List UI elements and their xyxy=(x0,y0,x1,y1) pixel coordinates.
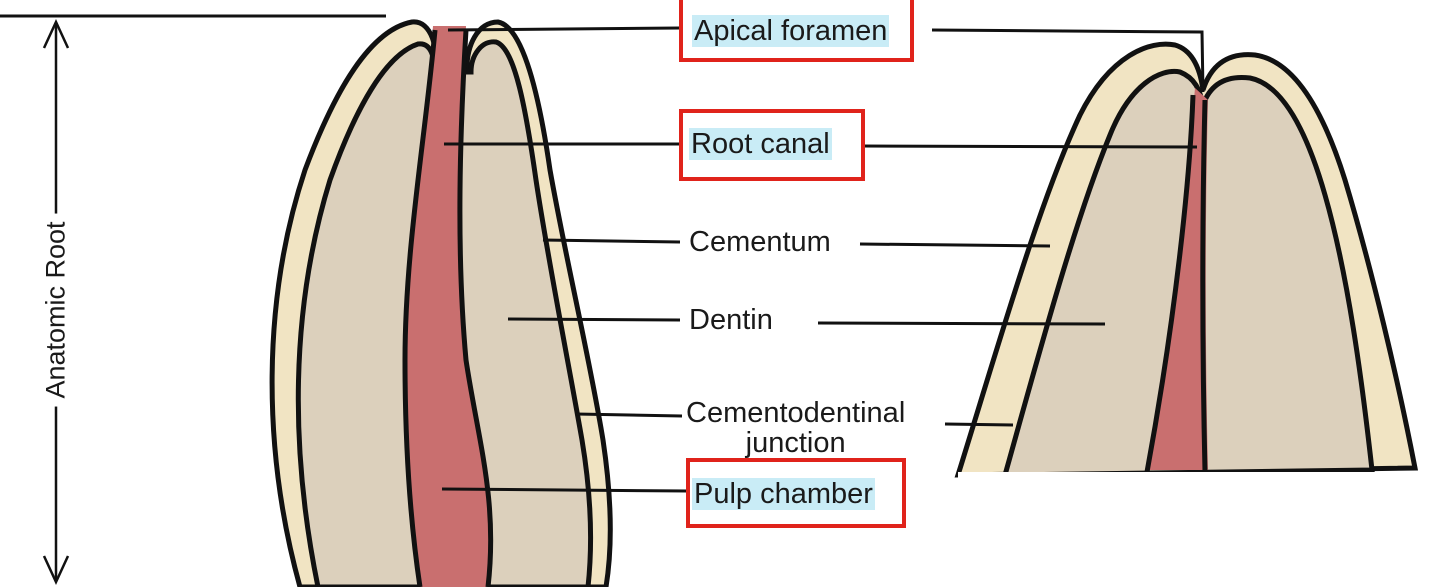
right-canal-wall-left xyxy=(1144,94,1196,473)
root-canal-label: Root canal xyxy=(689,127,832,161)
left-canal-wall-outer xyxy=(402,29,438,587)
root-canal-text: Root canal xyxy=(689,128,832,160)
leader-dentin-left xyxy=(507,317,681,322)
anatomic-root-label: Anatomic Root xyxy=(40,213,72,407)
pulp-chamber-label: Pulp chamber xyxy=(692,477,875,511)
left-root xyxy=(269,19,613,587)
cementum-label: Cementum xyxy=(689,226,831,258)
leader-cdj-left xyxy=(575,412,683,418)
dimension-arrow-top xyxy=(42,19,70,49)
apical-foramen-box xyxy=(679,0,914,62)
leader-cdj-right xyxy=(944,422,1014,427)
left-canal-wall-inner xyxy=(457,29,494,587)
leader-cementum-left xyxy=(542,238,681,244)
cementodentinal-junction-label: Cementodentinal junction xyxy=(686,397,905,459)
pulp-chamber-text: Pulp chamber xyxy=(692,478,875,510)
root-canal-box xyxy=(679,109,865,181)
dimension-arrow-bottom xyxy=(42,555,70,585)
left-pulp-canal xyxy=(405,26,491,587)
cementodentinal-line2: junction xyxy=(745,427,846,459)
pulp-chamber-box xyxy=(686,458,906,528)
leader-cementum-right xyxy=(859,242,1051,248)
dentin-label: Dentin xyxy=(689,304,773,336)
apical-foramen-label: Apical foramen xyxy=(692,14,890,48)
leader-dentin-right xyxy=(817,321,1106,326)
leader-apical-foramen-left xyxy=(447,26,681,32)
right-canal-wall-right xyxy=(1200,99,1208,473)
cementodentinal-line1: Cementodentinal xyxy=(686,397,906,429)
leader-lines xyxy=(441,26,1205,493)
leader-apical-foramen-right xyxy=(931,28,1205,93)
apical-foramen-text: Apical foramen xyxy=(692,15,890,47)
leader-pulp-chamber xyxy=(441,487,689,493)
leader-root-canal-right xyxy=(861,144,1198,149)
right-root xyxy=(954,41,1419,478)
